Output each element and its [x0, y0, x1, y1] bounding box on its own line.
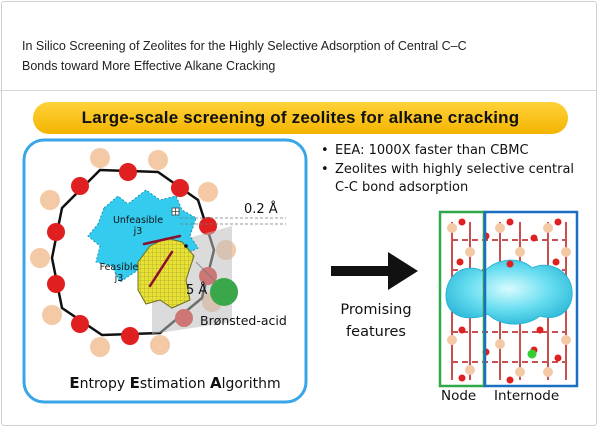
node-label: Node — [441, 388, 477, 404]
acid-site-dot — [527, 349, 537, 359]
feasible-label-line-2: j3 — [114, 273, 124, 284]
unfeasible-label-line-1: Unfeasible — [112, 215, 164, 226]
cc-bond-marks — [142, 234, 182, 288]
feasible-label-line-1: Feasible — [99, 262, 139, 273]
word-1-rest: ntropy — [79, 376, 126, 392]
paper-title-line-1: In Silico Screening of Zeolites for the … — [22, 39, 467, 53]
unfeasible-label-line-2: j3 — [133, 226, 143, 237]
distance-large-label: 5 Å — [186, 283, 208, 298]
word-3-rest: lgorithm — [221, 376, 281, 392]
word-3-initial: A — [210, 374, 222, 392]
bullet-item: • Zeolites with highly selective central… — [321, 161, 586, 198]
paper-title: In Silico Screening of Zeolites for the … — [22, 36, 562, 76]
arrow-right-icon — [331, 252, 418, 290]
bullet-item: • EEA: 1000X faster than CBMC — [321, 142, 586, 161]
feature-bullets: • EEA: 1000X faster than CBMC • Zeolites… — [321, 142, 586, 198]
probe-marker — [171, 207, 180, 216]
adsorption-density-blob — [445, 259, 573, 325]
feasible-label: Feasible j3 — [94, 262, 144, 284]
title-divider — [0, 90, 596, 91]
promising-features-label: Promising features — [334, 299, 418, 343]
channel-structure — [445, 218, 573, 384]
bullet-marker: • — [321, 143, 329, 158]
word-2-initial: E — [129, 374, 140, 392]
word-2-rest: stimation — [139, 376, 206, 392]
bronsted-acid-site — [210, 278, 238, 306]
internode-box — [483, 210, 579, 388]
distance-small-label: 0.2 Å — [244, 202, 278, 217]
bronsted-acid-label: Brønsted-acid — [200, 313, 287, 328]
paper-title-line-2: Bonds toward More Effective Alkane Crack… — [22, 59, 276, 73]
bullet-marker: • — [321, 161, 329, 177]
bullet-text: EEA: 1000X faster than CBMC — [335, 143, 529, 158]
left-panel-frame — [22, 138, 308, 404]
promising-line-2: features — [346, 324, 406, 340]
reference-point — [184, 244, 188, 248]
word-1-initial: E — [69, 374, 80, 392]
algorithm-name: Entropy Estimation Algorithm — [46, 374, 304, 392]
bullet-text: Zeolites with highly selective central C… — [335, 161, 575, 196]
unfeasible-label: Unfeasible j3 — [108, 215, 168, 237]
banner-text: Large-scale screening of zeolites for al… — [81, 108, 520, 127]
promising-line-1: Promising — [340, 302, 412, 318]
internode-label: Internode — [494, 388, 560, 404]
banner: Large-scale screening of zeolites for al… — [33, 102, 568, 134]
